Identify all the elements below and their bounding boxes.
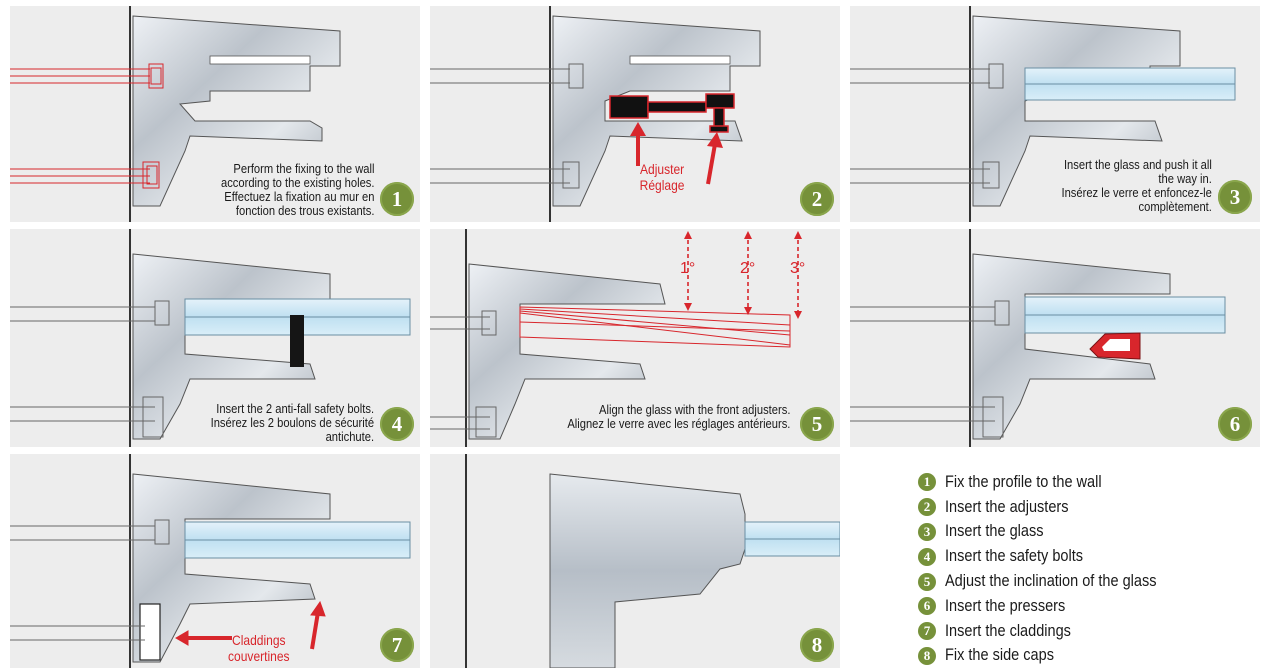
- step-3-badge: 3: [1218, 180, 1252, 214]
- callout-line: Adjuster: [639, 161, 685, 177]
- step-7-profile-drawing: [10, 454, 411, 668]
- step-4-panel: Insert the 2 anti-fall safety bolts. Ins…: [10, 229, 420, 447]
- step-6-panel: 6: [850, 229, 1260, 447]
- angle-3-label: 3°: [790, 260, 806, 277]
- step-3-panel: Insert the glass and push it all the way…: [850, 6, 1260, 222]
- step-1-profile-drawing: [10, 6, 341, 222]
- step-4-caption: Insert the 2 anti-fall safety bolts. Ins…: [211, 402, 374, 444]
- legend-number-badge: 5: [918, 572, 936, 591]
- step-5-profile-drawing: [430, 229, 802, 447]
- caption-line: Effectuez la fixation au mur en: [223, 189, 374, 204]
- legend-label: Insert the claddings: [945, 621, 1071, 640]
- step-2-panel: Adjuster Réglage 2: [430, 6, 840, 222]
- step-5-badge: 5: [800, 407, 834, 441]
- caption-line: complètement.: [1138, 199, 1212, 214]
- step-2-profile-drawing: [430, 6, 761, 222]
- step-8-profile-drawing: [465, 454, 840, 668]
- step-3-profile-drawing: [850, 6, 1236, 222]
- legend-label: Insert the adjusters: [945, 497, 1069, 516]
- caption-line: Insérez le verre et enfoncez-le: [1061, 185, 1212, 200]
- caption-line: Align the glass with the front adjusters…: [598, 402, 790, 417]
- step-2-badge: 2: [800, 182, 834, 216]
- step-4-profile-drawing: [10, 229, 411, 447]
- legend-number-badge: 4: [918, 547, 936, 566]
- steps-legend: 1 Fix the profile to the wall 2 Insert t…: [918, 470, 1185, 668]
- caption-line: the way in.: [1158, 171, 1212, 186]
- legend-number-badge: 2: [918, 498, 936, 517]
- step-1-panel: Perform the fixing to the wall according…: [10, 6, 420, 222]
- step-4-badge: 4: [380, 407, 414, 441]
- legend-item: 5 Adjust the inclination of the glass: [918, 569, 1185, 594]
- angle-2-label: 2°: [740, 260, 756, 277]
- caption-line: Insérez les 2 boulons de sécurité: [210, 415, 374, 430]
- step-1-caption: Perform the fixing to the wall according…: [220, 162, 374, 218]
- legend-label: Insert the glass: [945, 522, 1044, 541]
- caption-line: Insert the 2 anti-fall safety bolts.: [216, 401, 374, 416]
- step-7-badge: 7: [380, 628, 414, 662]
- legend-number-badge: 3: [918, 522, 936, 541]
- caption-line: Perform the fixing to the wall: [232, 161, 374, 176]
- legend-label: Fix the profile to the wall: [945, 472, 1102, 491]
- caption-line: fonction des trous existants.: [235, 203, 374, 218]
- callout-line: Claddings: [232, 632, 286, 648]
- step-6-profile-drawing: [850, 229, 1226, 447]
- callout-line: couvertines: [228, 648, 290, 664]
- legend-item: 3 Insert the glass: [918, 520, 1185, 545]
- step-5-panel: 1° 2° 3° Align the glass with the front …: [430, 229, 840, 447]
- step-1-badge: 1: [380, 182, 414, 216]
- caption-line: Alignez le verre avec les réglages antér…: [566, 416, 790, 431]
- step-8-badge: 8: [800, 628, 834, 662]
- step-8-panel: 8: [430, 454, 840, 668]
- legend-label: Fix the side caps: [945, 646, 1054, 665]
- legend-number-badge: 6: [918, 597, 936, 616]
- angle-1-label: 1°: [680, 260, 696, 277]
- step-3-caption: Insert the glass and push it all the way…: [1062, 158, 1212, 214]
- callout-line: Réglage: [639, 177, 685, 193]
- legend-label: Insert the safety bolts: [945, 547, 1084, 566]
- adjuster-callout: Adjuster Réglage: [640, 161, 685, 193]
- step-5-caption: Align the glass with the front adjusters…: [567, 403, 790, 431]
- claddings-callout: Claddings couvertines: [228, 632, 290, 664]
- caption-line: antichute.: [325, 429, 374, 444]
- legend-item: 4 Insert the safety bolts: [918, 544, 1185, 569]
- legend-number-badge: 7: [918, 622, 936, 641]
- step-7-panel: Claddings couvertines 7: [10, 454, 420, 668]
- legend-label: Insert the pressers: [945, 596, 1066, 615]
- caption-line: Insert the glass and push it all: [1064, 157, 1212, 172]
- legend-item: 2 Insert the adjusters: [918, 495, 1185, 520]
- legend-number-badge: 1: [918, 473, 936, 492]
- legend-number-badge: 8: [918, 646, 936, 665]
- legend-item: 8 Fix the side caps: [918, 644, 1185, 669]
- step-6-badge: 6: [1218, 407, 1252, 441]
- legend-label: Adjust the inclination of the glass: [945, 572, 1157, 591]
- legend-item: 7 Insert the claddings: [918, 619, 1185, 644]
- caption-line: according to the existing holes.: [220, 175, 374, 190]
- legend-item: 1 Fix the profile to the wall: [918, 470, 1185, 495]
- legend-item: 6 Insert the pressers: [918, 594, 1185, 619]
